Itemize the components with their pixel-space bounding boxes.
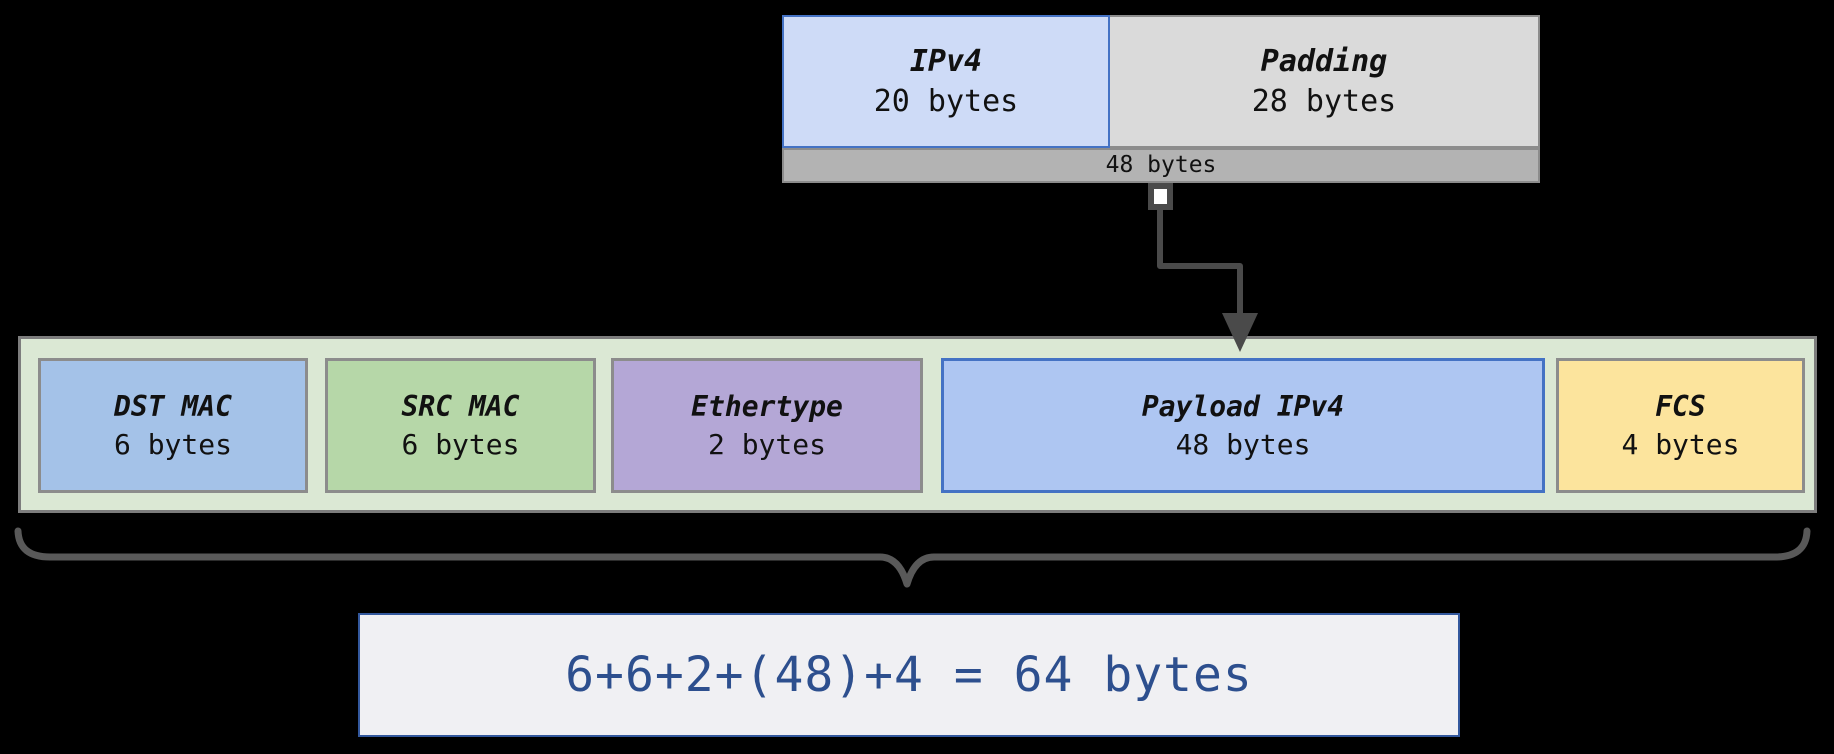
field-ethertype-label: Ethertype: [691, 389, 843, 423]
ipv4-segment-label: IPv4: [909, 43, 983, 79]
packet-total-bar: 48 bytes: [782, 148, 1540, 183]
field-dst-mac-label: DST MAC: [113, 389, 232, 423]
sum-brace: [14, 527, 1811, 588]
field-fcs-label: FCS: [1655, 389, 1706, 423]
padding-segment-size: 28 bytes: [1251, 83, 1397, 119]
field-fcs: FCS 4 bytes: [1556, 358, 1805, 493]
ipv4-segment-box: IPv4 20 bytes: [782, 15, 1110, 148]
ethernet-frame-container: DST MAC 6 bytes SRC MAC 6 bytes Ethertyp…: [18, 336, 1817, 513]
field-ethertype: Ethertype 2 bytes: [611, 358, 923, 493]
field-ethertype-size: 2 bytes: [707, 427, 826, 461]
padding-segment-box: Padding 28 bytes: [1108, 15, 1540, 148]
field-dst-mac-size: 6 bytes: [113, 427, 232, 461]
connector-elbow-line: [1157, 206, 1243, 318]
connector-handle-icon: [1148, 183, 1173, 210]
brace-path: [14, 527, 1811, 588]
ipv4-segment-size: 20 bytes: [873, 83, 1019, 119]
packet-total-label: 48 bytes: [1105, 152, 1217, 178]
field-payload-ipv4-size: 48 bytes: [1175, 427, 1311, 461]
field-src-mac-label: SRC MAC: [401, 389, 520, 423]
field-payload-ipv4-label: Payload IPv4: [1141, 389, 1345, 423]
field-src-mac: SRC MAC 6 bytes: [325, 358, 596, 493]
field-fcs-size: 4 bytes: [1621, 427, 1740, 461]
formula-text: 6+6+2+(48)+4 = 64 bytes: [565, 647, 1253, 703]
connector-arrow: [1148, 183, 1258, 352]
padding-segment-label: Padding: [1260, 43, 1388, 79]
field-dst-mac: DST MAC 6 bytes: [38, 358, 308, 493]
formula-box: 6+6+2+(48)+4 = 64 bytes: [358, 613, 1460, 737]
field-src-mac-size: 6 bytes: [401, 427, 520, 461]
field-payload-ipv4: Payload IPv4 48 bytes: [941, 358, 1545, 493]
